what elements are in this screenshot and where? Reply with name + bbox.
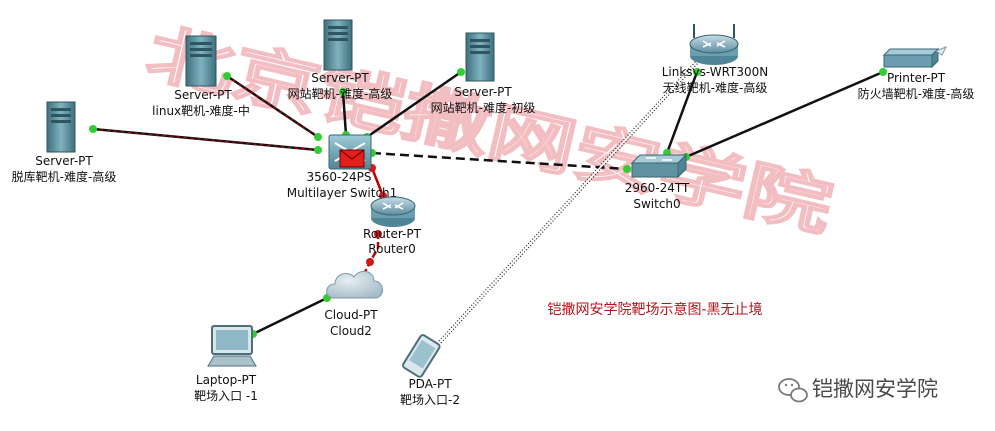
switch-name: Switch0 <box>633 197 680 211</box>
links <box>92 60 884 344</box>
server-linux[interactable]: Server-PT linux靶机-难度-中 <box>152 35 250 118</box>
port-dot <box>223 72 231 80</box>
wireless-router-desc: 无线靶机-难度-高级 <box>663 80 768 95</box>
server-web-low-desc: 网站靶机-难度-初级 <box>431 100 536 115</box>
port-dot <box>339 88 347 96</box>
port-dot <box>457 68 465 76</box>
brand: 铠撒网安学院 <box>778 377 938 403</box>
port-dot <box>693 68 701 76</box>
link-db-to-switch1-red[interactable] <box>92 128 319 151</box>
link-weblow-to-switch1[interactable] <box>366 70 462 139</box>
link-printer-to-switch0[interactable] <box>685 70 884 159</box>
port-dot <box>623 165 631 173</box>
laptop[interactable]: Laptop-PT 靶场入口 -1 <box>194 325 258 403</box>
port-dot-red <box>374 230 382 238</box>
router[interactable]: Router-PT Router0 <box>363 196 422 256</box>
wireless-router[interactable]: Linksys-WRT300N 无线靶机-难度-高级 <box>662 24 769 95</box>
printer-model: Printer-PT <box>887 71 946 85</box>
server-icon <box>323 19 353 71</box>
pda[interactable]: PDA-PT 靶场入口-2 <box>400 334 460 407</box>
server-web-high-type: Server-PT <box>311 71 369 85</box>
server-web-low[interactable]: Server-PT 网站靶机-难度-初级 <box>431 32 536 115</box>
link-switch1-to-switch0[interactable] <box>371 151 628 171</box>
server-db-desc: 脱库靶机-难度-高级 <box>12 169 117 184</box>
router-model: Router-PT <box>363 227 422 241</box>
server-icon <box>465 32 495 82</box>
link-webhigh-to-switch1[interactable] <box>341 91 348 136</box>
brand-name: 铠撒网安学院 <box>812 377 938 401</box>
cloud[interactable]: Cloud-PT Cloud2 <box>324 270 383 338</box>
printer-icon <box>882 46 948 69</box>
pda-model: PDA-PT <box>408 377 452 391</box>
router-icon <box>370 196 416 227</box>
server-web-low-type: Server-PT <box>454 85 512 99</box>
diagram-caption: 铠撒网安学院靶场示意图-黑无止境 <box>547 301 762 318</box>
pda-icon <box>401 334 441 378</box>
server-linux-desc: linux靶机-难度-中 <box>152 103 250 118</box>
cloud-model: Cloud-PT <box>324 308 378 322</box>
laptop-name: 靶场入口 -1 <box>194 389 258 403</box>
link-switch1-to-router[interactable] <box>370 167 385 197</box>
printer[interactable]: Printer-PT 防火墙靶机-难度-高级 <box>858 46 975 101</box>
switch-icon <box>630 153 688 179</box>
multilayer-switch-name: Multilayer Switch1 <box>287 186 398 200</box>
server-icon <box>185 35 217 87</box>
wireless-router-icon <box>689 24 739 65</box>
server-web-high-desc: 网站靶机-难度-高级 <box>288 86 393 101</box>
server-web-high[interactable]: Server-PT 网站靶机-难度-高级 <box>288 19 393 101</box>
cloud-icon <box>326 270 383 299</box>
server-db-type: Server-PT <box>35 154 93 168</box>
link-router-to-cloud[interactable] <box>354 232 380 293</box>
printer-desc: 防火墙靶机-难度-高级 <box>858 86 975 101</box>
switch[interactable]: 2960-24TT Switch0 <box>625 153 690 211</box>
port-dot <box>89 125 97 133</box>
envelope-icon <box>339 149 365 168</box>
cloud-name: Cloud2 <box>330 324 372 338</box>
pda-name: 靶场入口-2 <box>400 393 460 407</box>
router-name: Router0 <box>368 242 415 256</box>
switch-model: 2960-24TT <box>625 181 690 195</box>
wireless-link-pda-inner <box>439 61 698 343</box>
port-dot <box>314 146 322 154</box>
multilayer-switch-model: 3560-24PS <box>307 170 372 184</box>
server-db[interactable]: Server-PT 脱库靶机-难度-高级 <box>12 101 117 184</box>
port-dot <box>879 68 887 76</box>
laptop-model: Laptop-PT <box>196 373 257 387</box>
server-icon <box>46 101 76 153</box>
link-cloud-to-laptop[interactable] <box>252 296 328 336</box>
port-dot <box>314 133 322 141</box>
laptop-icon <box>207 325 257 367</box>
wechat-icon <box>778 378 808 403</box>
port-dot-red <box>366 258 374 266</box>
link-linux-to-switch1-red[interactable] <box>226 75 319 138</box>
server-linux-type: Server-PT <box>174 88 232 102</box>
link-wireless-to-switch0[interactable] <box>665 71 699 154</box>
wireless-router-model: Linksys-WRT300N <box>662 65 769 79</box>
multilayer-switch[interactable]: 3560-24PS Multilayer Switch1 <box>287 134 398 200</box>
